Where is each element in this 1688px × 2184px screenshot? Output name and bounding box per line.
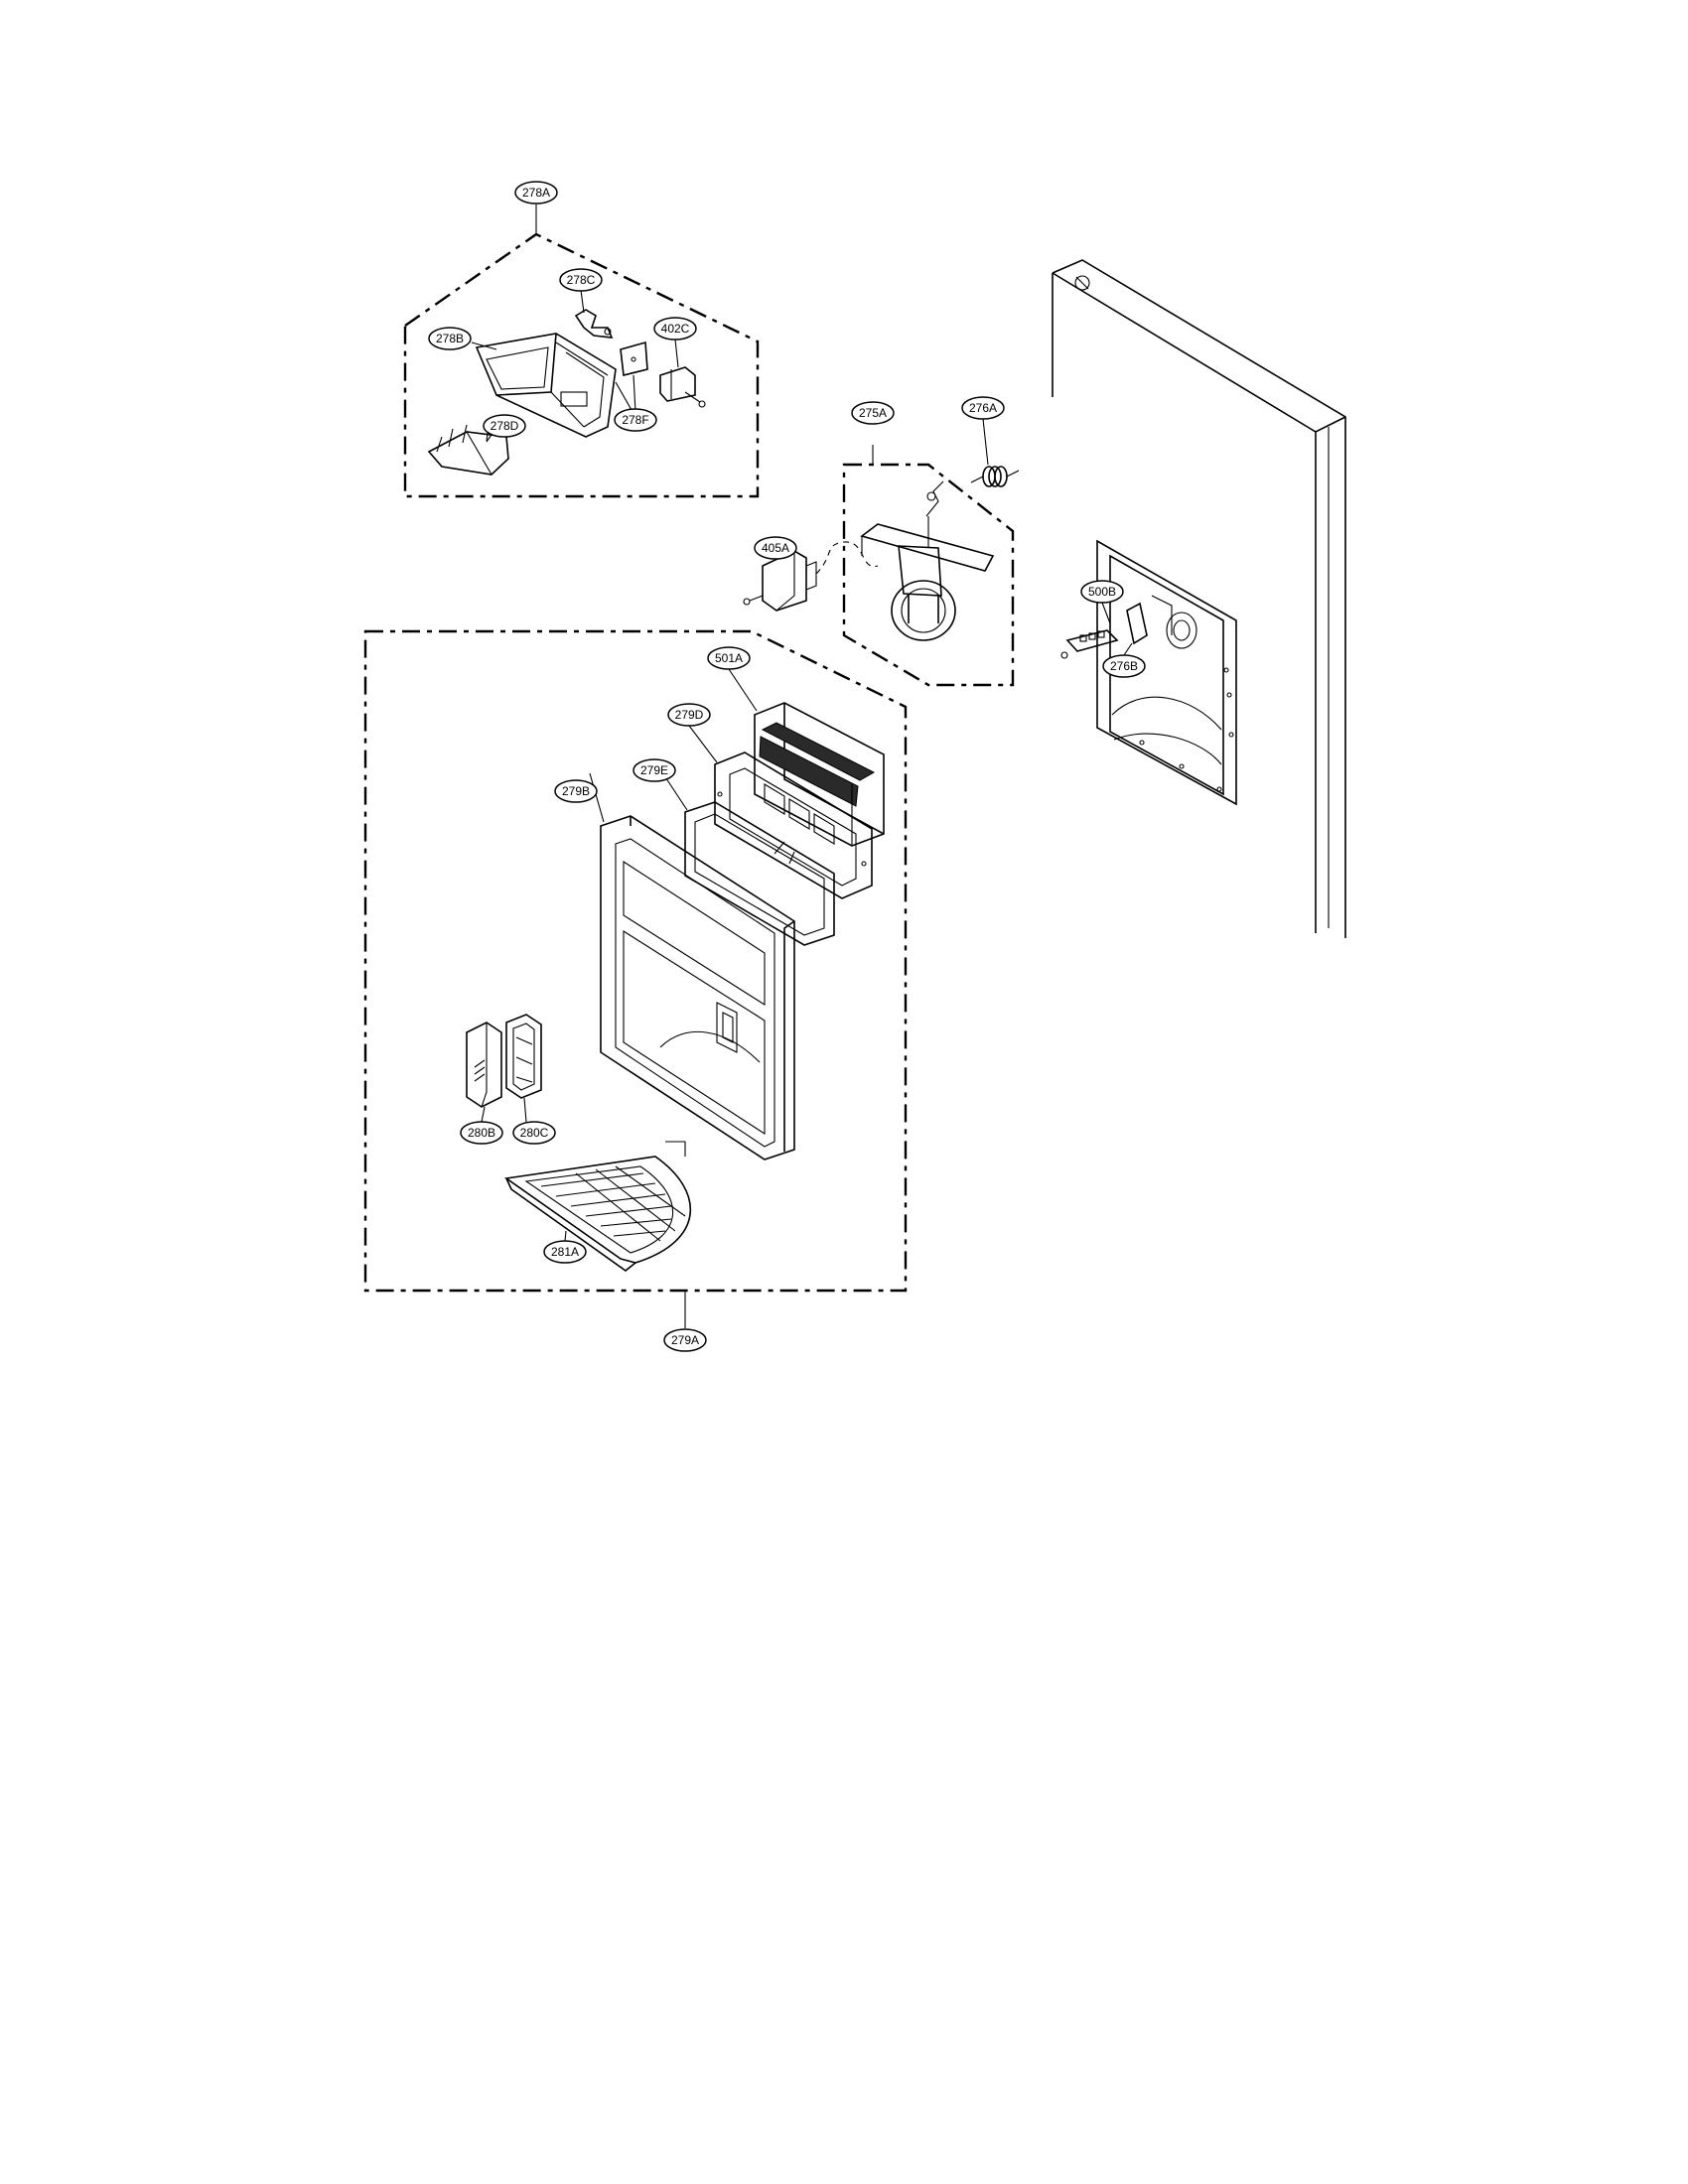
group-275A-outline: [842, 463, 1015, 687]
callout-500B: 500B: [1080, 580, 1124, 604]
callout-402C: 402C: [653, 317, 697, 341]
part-275A-motor: [860, 480, 995, 641]
callout-278A-label: 278A: [522, 186, 550, 200]
part-279D-frame: [714, 751, 873, 899]
callout-279B: 279B: [554, 779, 598, 803]
callout-279A: 279A: [663, 1328, 707, 1352]
callout-402C-label: 402C: [661, 322, 690, 336]
callout-281A-label: 281A: [551, 1245, 579, 1259]
callout-276B-label: 276B: [1110, 659, 1138, 673]
part-405A-solenoid: [743, 541, 879, 612]
part-279E-gasket: [684, 801, 835, 946]
callout-279E: 279E: [633, 758, 676, 782]
callout-279E-label: 279E: [640, 763, 668, 777]
part-278B-housing: [475, 333, 617, 438]
part-276B-bracket: [1126, 602, 1148, 645]
callout-405A-label: 405A: [762, 541, 789, 555]
part-280B-cover: [466, 1022, 502, 1108]
callout-275A-label: 275A: [859, 406, 887, 420]
callout-280C: 280C: [512, 1121, 556, 1145]
callout-278C: 278C: [559, 268, 603, 292]
callout-278D: 278D: [483, 414, 526, 438]
part-278F-plate: [620, 341, 648, 376]
callout-278F: 278F: [614, 408, 657, 432]
callout-500B-label: 500B: [1088, 585, 1116, 599]
callout-276A-label: 276A: [969, 401, 997, 415]
callout-278B: 278B: [428, 327, 472, 350]
callout-280C-label: 280C: [520, 1126, 549, 1140]
callout-278B-label: 278B: [436, 332, 464, 345]
callout-405A: 405A: [754, 536, 797, 560]
part-278C-bracket: [574, 309, 614, 339]
group-278A-outline: [403, 232, 760, 498]
group-279A-outline: [363, 629, 908, 1293]
part-280C-frame: [505, 1014, 542, 1099]
callout-279D-label: 279D: [675, 708, 704, 722]
callout-279A-label: 279A: [671, 1333, 699, 1347]
callout-278C-label: 278C: [567, 273, 596, 287]
part-281A-tray: [503, 1141, 691, 1273]
door-panel: [1052, 259, 1346, 938]
part-276A-spring: [970, 466, 1020, 487]
callout-278D-label: 278D: [491, 419, 519, 433]
callout-279B-label: 279B: [562, 784, 590, 798]
part-278D-bracket: [427, 424, 509, 476]
callout-501A: 501A: [707, 646, 751, 670]
part-500B-board: [1060, 629, 1119, 659]
part-279B-panel: [600, 815, 795, 1160]
callout-276A: 276A: [961, 396, 1005, 420]
callout-276B: 276B: [1102, 654, 1146, 678]
callout-501A-label: 501A: [715, 651, 743, 665]
callout-279D: 279D: [667, 703, 711, 727]
part-402C-switch: [659, 366, 706, 408]
callout-278A: 278A: [514, 181, 558, 205]
callout-280B: 280B: [460, 1121, 503, 1145]
dispenser-recess: [1096, 539, 1237, 806]
callout-278F-label: 278F: [622, 413, 648, 427]
callout-281A: 281A: [543, 1240, 587, 1264]
callout-280B-label: 280B: [468, 1126, 495, 1140]
callout-275A: 275A: [851, 401, 895, 425]
